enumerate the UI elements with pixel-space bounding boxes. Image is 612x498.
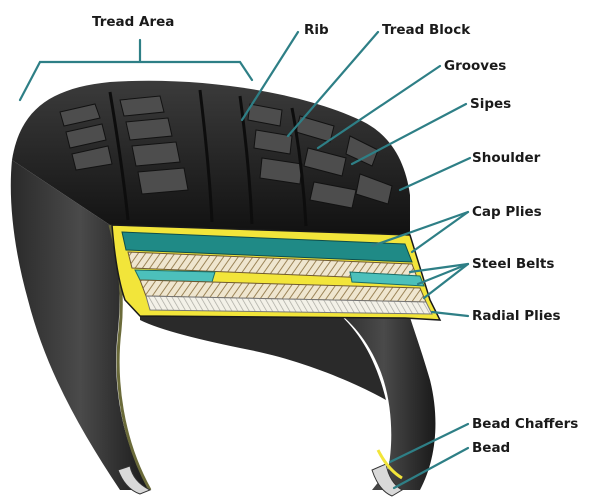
label-bead: Bead — [472, 440, 510, 456]
label-bead-chaffers: Bead Chaffers — [472, 416, 578, 432]
label-sipes: Sipes — [470, 96, 511, 112]
leader-cap-plies-2 — [412, 212, 468, 252]
label-radial-plies: Radial Plies — [472, 308, 561, 324]
label-cap-plies: Cap Plies — [472, 204, 542, 220]
label-grooves: Grooves — [444, 58, 506, 74]
label-rib: Rib — [304, 22, 329, 38]
label-shoulder: Shoulder — [472, 150, 541, 166]
label-tread-area: Tread Area — [92, 14, 174, 30]
leader-shoulder — [400, 158, 470, 190]
label-tread-block: Tread Block — [382, 22, 471, 38]
label-steel-belts: Steel Belts — [472, 256, 554, 272]
